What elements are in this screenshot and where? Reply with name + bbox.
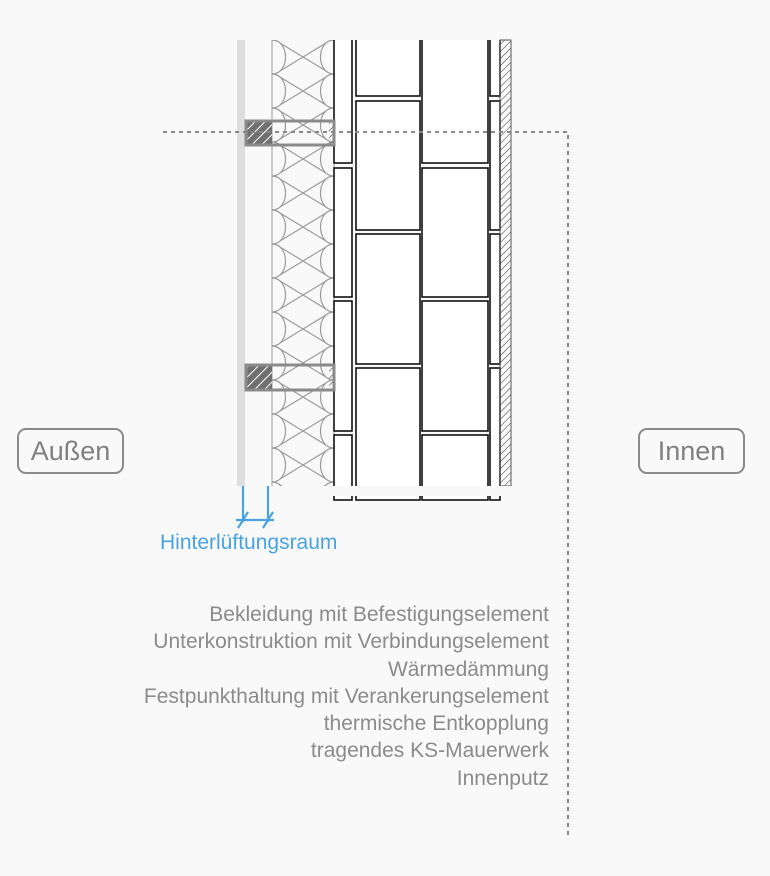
brick <box>333 167 353 298</box>
legend-item: thermische Entkopplung <box>323 712 549 736</box>
brick <box>489 233 501 365</box>
inside-label: Innen <box>638 428 745 474</box>
brick <box>355 100 421 231</box>
legend-item: Unterkonstruktion mit Verbindungselement <box>153 630 549 654</box>
brick <box>355 29 421 97</box>
brick <box>489 100 501 231</box>
legend-item: Festpunkthaltung mit Verankerungselement <box>143 684 549 708</box>
masonry <box>330 20 520 501</box>
legend-item: tragendes KS-Mauerwerk <box>310 739 549 763</box>
brick <box>489 367 501 501</box>
legend: Bekleidung mit Befestigungselement Unter… <box>144 601 549 792</box>
cladding <box>237 40 245 486</box>
outside-label: Außen <box>17 428 124 474</box>
interior-plaster <box>499 39 512 487</box>
brick <box>421 300 489 432</box>
brick <box>333 29 353 164</box>
brick <box>333 300 353 432</box>
air-gap-dimension <box>236 486 274 529</box>
legend-item: Bekleidung mit Befestigungselement <box>209 603 549 626</box>
legend-item: Innenputz <box>456 766 549 790</box>
brick <box>355 233 421 365</box>
brick <box>421 167 489 298</box>
brick <box>333 434 353 501</box>
insulation <box>271 40 335 486</box>
section-line <box>163 131 569 836</box>
bracket-bottom <box>244 363 336 392</box>
brick <box>355 367 421 501</box>
air-gap-label: Hinterlüftungsraum <box>160 531 338 554</box>
legend-item: Wärmedämmung <box>387 657 549 681</box>
brick <box>421 29 489 164</box>
